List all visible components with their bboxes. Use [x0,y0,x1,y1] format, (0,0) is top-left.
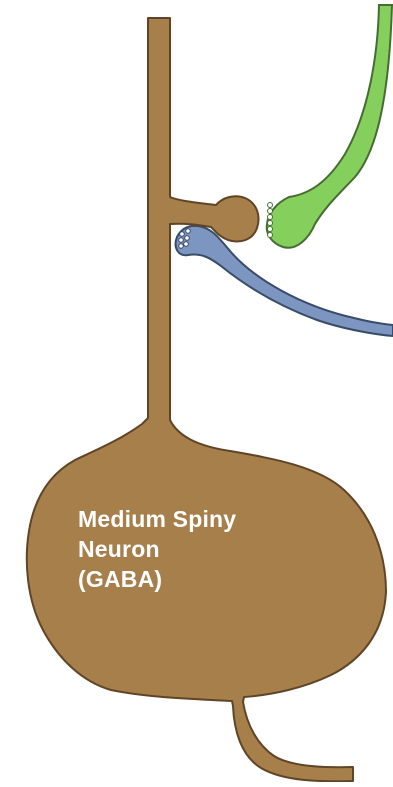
neuron-label: Medium Spiny Neuron (GABA) [78,504,298,594]
vesicle [268,215,273,220]
vesicle [268,221,273,226]
vesicle [268,233,273,238]
neuron-label-line-2: Neuron [78,534,298,564]
vesicle [184,242,189,247]
vesicle [185,236,190,241]
neuron-label-line-3: (GABA) [78,564,298,594]
vesicle [268,227,273,232]
green-axon-terminal [267,5,392,248]
neuron-body [27,18,386,781]
vesicle [186,229,191,234]
neuron-label-line-1: Medium Spiny [78,504,298,534]
vesicle [268,203,273,208]
vesicle [268,209,273,214]
vesicle [180,232,185,237]
vesicle [179,238,184,243]
vesicle [179,244,184,249]
